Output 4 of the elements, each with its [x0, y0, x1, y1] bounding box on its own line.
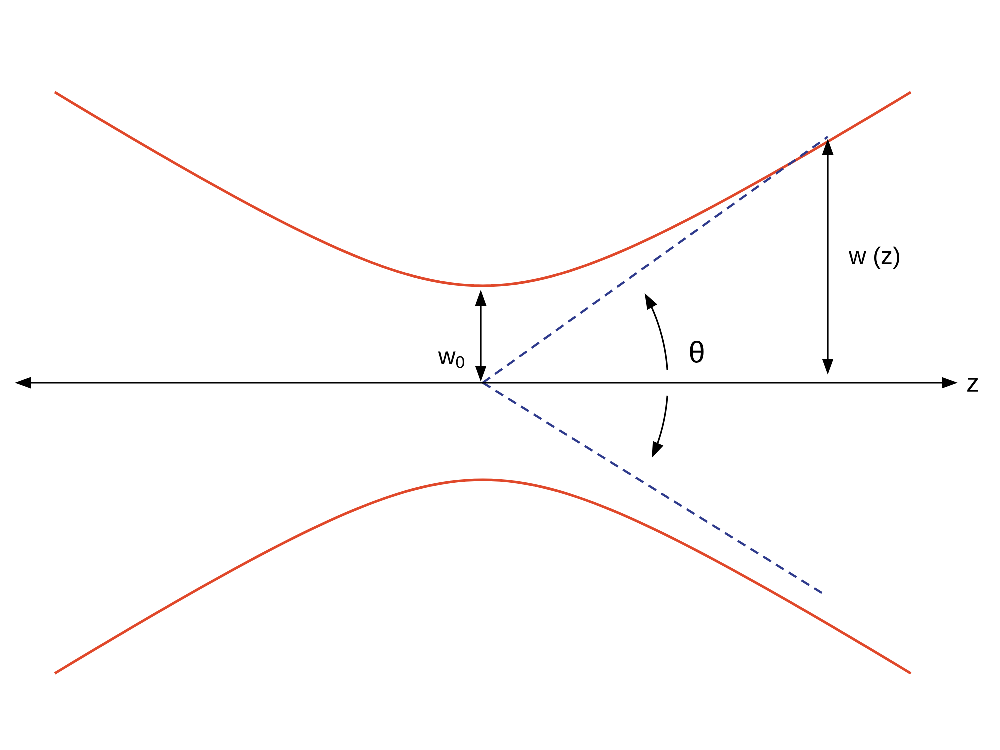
label: w (z) [849, 246, 900, 270]
label: θ [690, 341, 704, 363]
label: z [968, 378, 978, 392]
label: w$_{0}$ [438, 352, 464, 368]
